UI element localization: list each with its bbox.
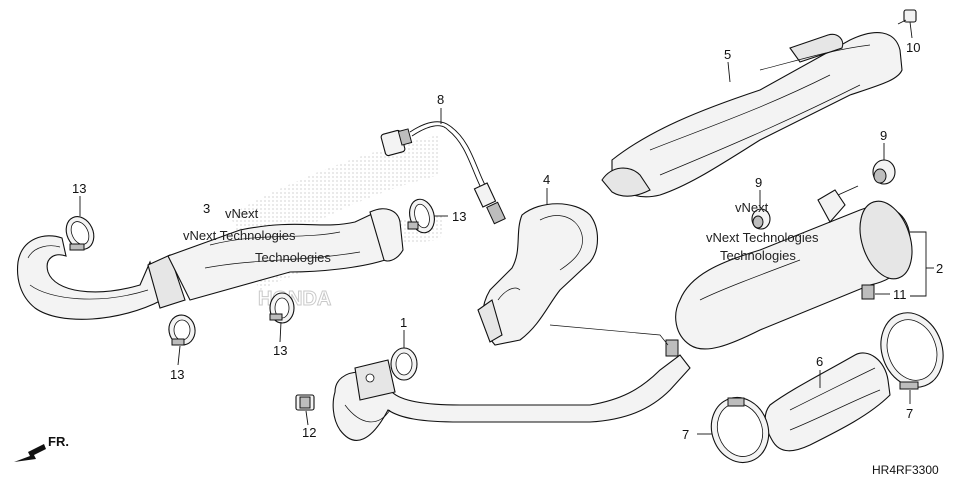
hose-clamp-13-upper-center — [407, 198, 435, 234]
callout-11: 11 — [893, 287, 907, 302]
grommet-9-upper — [872, 159, 896, 185]
band-clamp-7-left — [710, 396, 770, 464]
oxygen-sensor-8 — [380, 121, 506, 225]
watermark-line1-right: vNext — [735, 200, 769, 215]
callout-2: 2 — [936, 261, 943, 276]
callout-5: 5 — [724, 47, 731, 62]
callout-9-lower: 9 — [755, 175, 762, 190]
front-direction-label: FR. — [48, 434, 69, 449]
watermark-line1-left: vNext — [225, 206, 259, 221]
watermark-inline-left: vNext Technologies — [183, 228, 296, 243]
callout-8: 8 — [437, 92, 444, 107]
bolt-10 — [897, 9, 917, 25]
callout-4: 4 — [543, 172, 550, 187]
gasket-1 — [390, 347, 418, 381]
watermark-line2-left: Technologies — [255, 250, 331, 265]
brand-outline-watermark: HONDA — [258, 288, 331, 310]
front-exhaust-pipe-3 — [16, 208, 404, 320]
callout-13-lower-center: 13 — [273, 343, 287, 358]
callout-7-left: 7 — [682, 427, 689, 442]
front-direction-arrow-icon — [14, 444, 46, 462]
callout-6: 6 — [816, 354, 823, 369]
hose-clamp-13-upper-left — [65, 216, 95, 251]
band-clamp-7-right — [880, 312, 944, 390]
callout-12: 12 — [302, 425, 316, 440]
callout-1: 1 — [400, 315, 407, 330]
callout-13-lower-left: 13 — [170, 367, 184, 382]
exhaust-pipe — [332, 354, 691, 441]
callout-7-right: 7 — [906, 406, 913, 421]
hose-clamp-13-lower-left — [168, 314, 196, 346]
callout-3: 3 — [203, 201, 210, 216]
callout-13-upper-center: 13 — [452, 209, 466, 224]
muffler-2 — [665, 185, 913, 357]
diagram-code: HR4RF3300 — [872, 463, 939, 477]
hose-clamp-13-lower-center — [269, 292, 295, 324]
heat-guard-4 — [477, 203, 599, 346]
watermark-inline-right: vNext Technologies — [706, 230, 819, 245]
flange-nut-12 — [295, 394, 315, 411]
callout-9-upper: 9 — [880, 128, 887, 143]
callout-10: 10 — [906, 40, 920, 55]
muffler-heat-shield-5 — [601, 32, 903, 198]
callout-13-upper-left: 13 — [72, 181, 86, 196]
grommet-9-lower — [751, 208, 771, 230]
muffler-protector-6 — [764, 352, 891, 452]
watermark-line2-right: Technologies — [720, 248, 796, 263]
